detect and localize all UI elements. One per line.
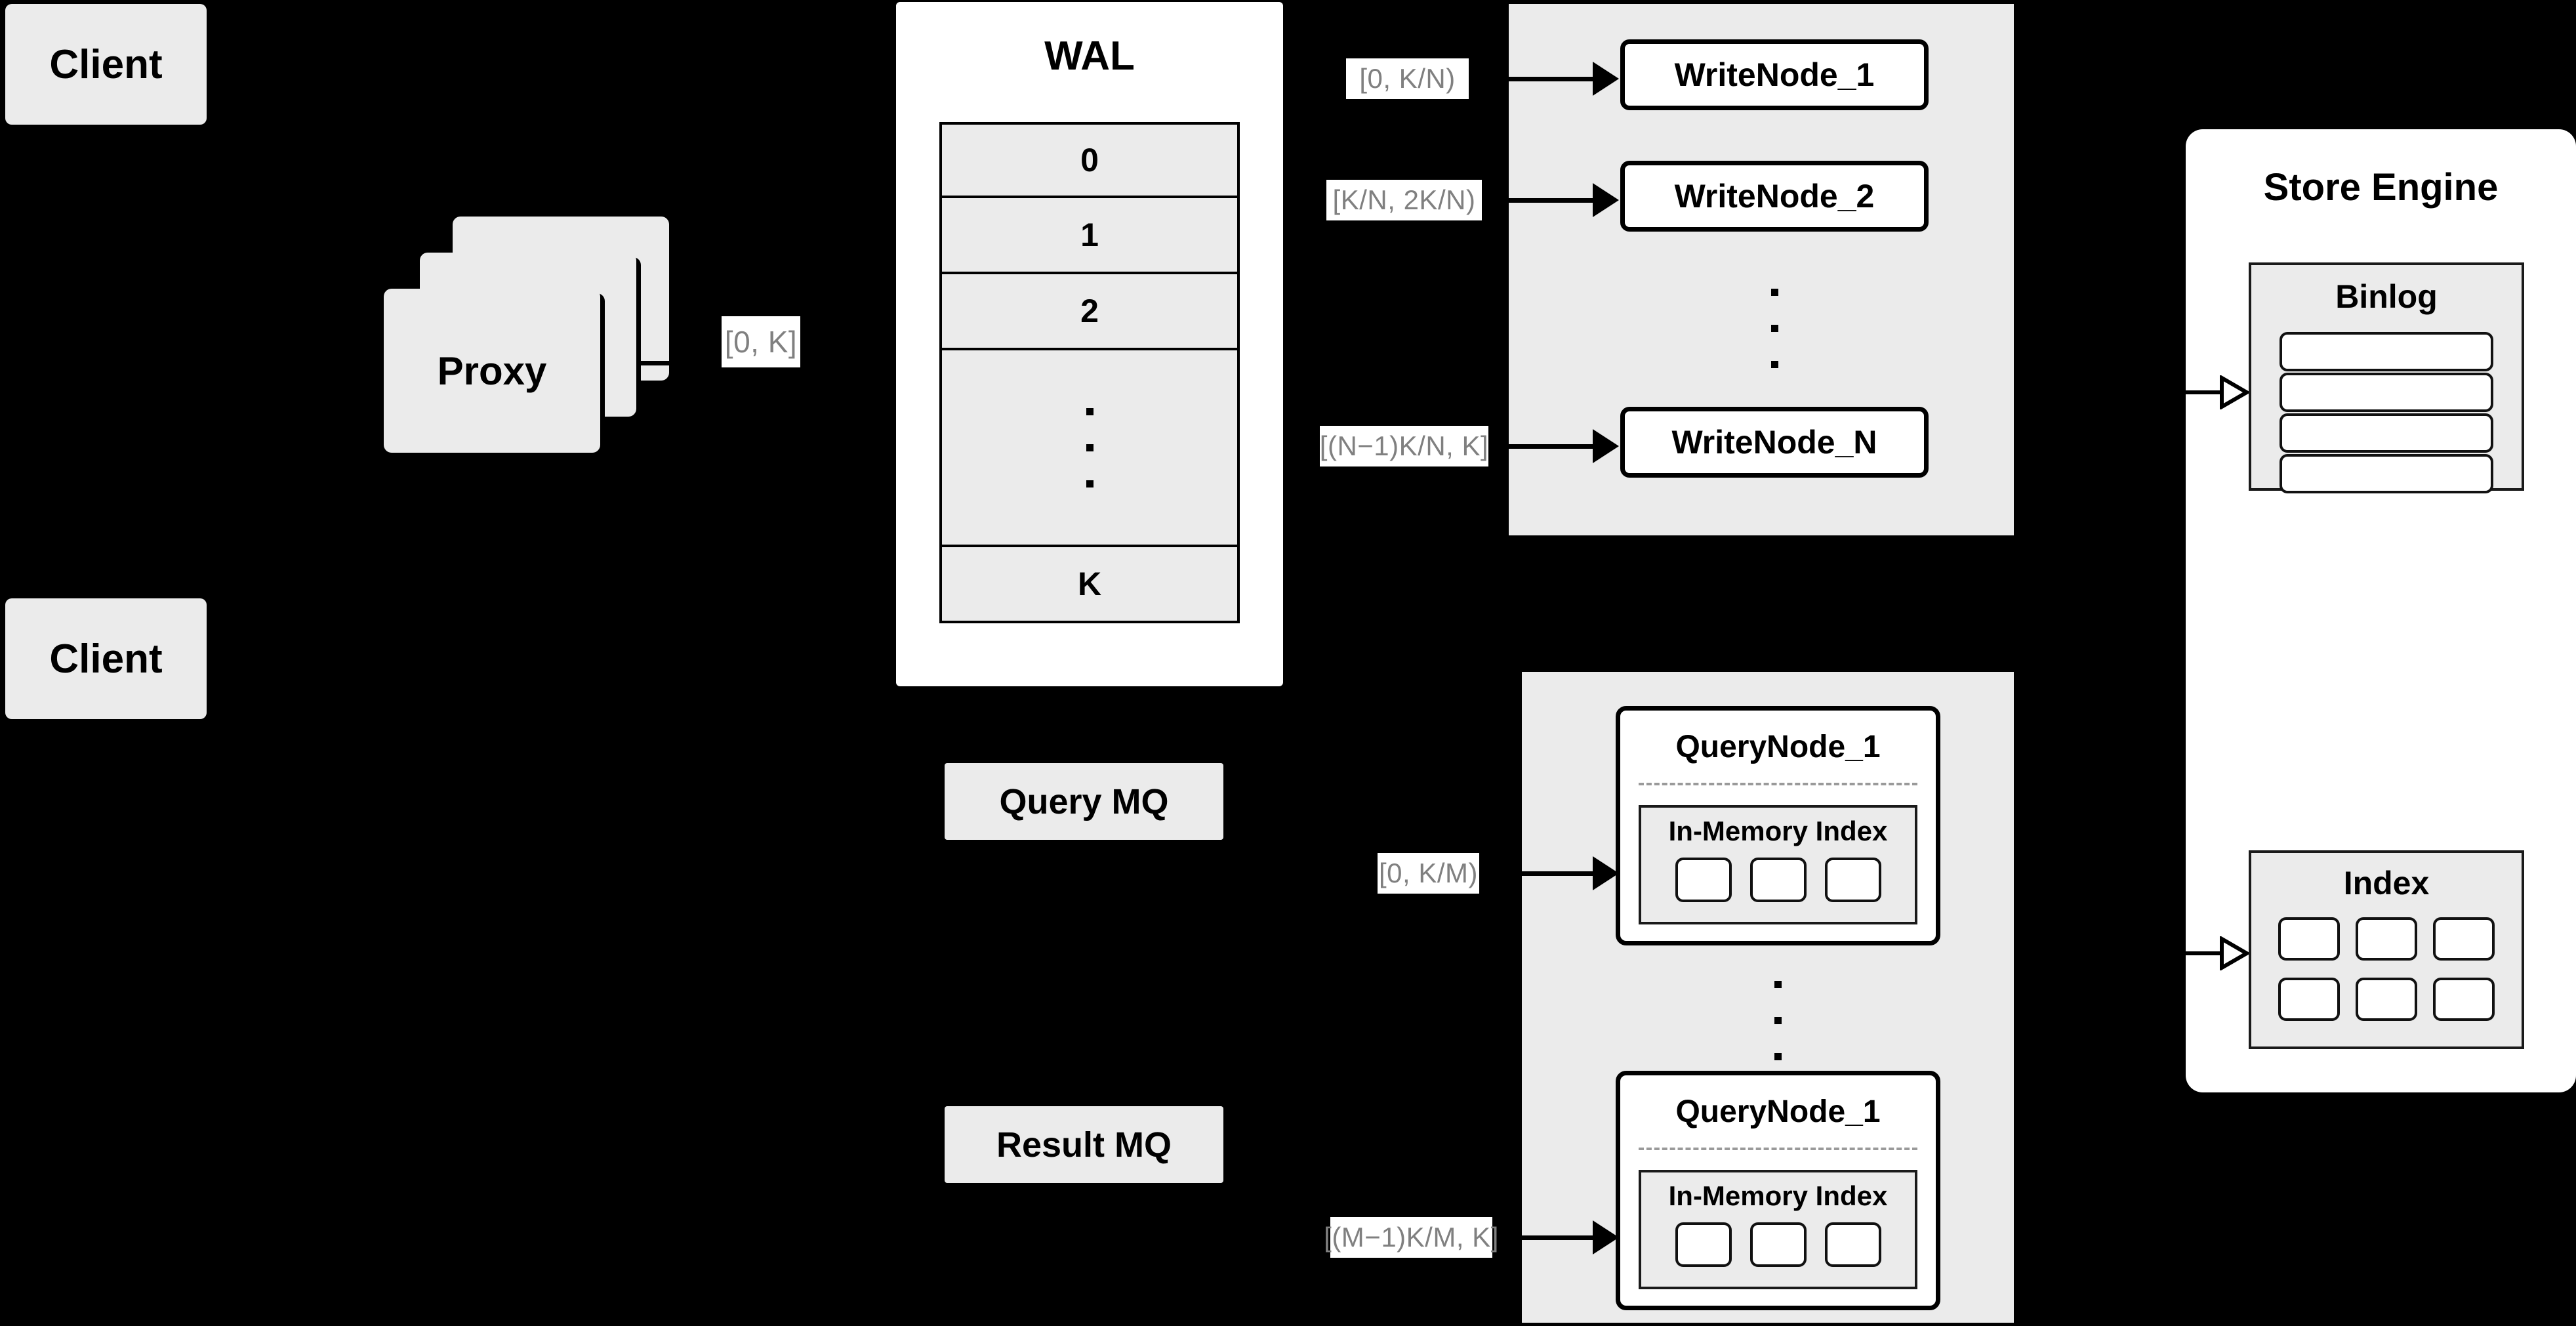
open-arrowhead-icon <box>2220 936 2249 970</box>
write-node-n-arrow <box>1509 425 1620 467</box>
index-slot[interactable] <box>1675 1222 1732 1267</box>
query-node-2-divider <box>1639 1148 1917 1150</box>
store-index-inbound-arrow <box>2186 935 2251 972</box>
store-index-box: Index <box>2249 850 2524 1049</box>
wal-title: WAL <box>1044 33 1135 79</box>
query-node-2-in-memory-index: In-Memory Index <box>1639 1170 1917 1289</box>
client-box-1[interactable]: Client <box>5 4 207 125</box>
binlog-row[interactable] <box>2280 332 2493 371</box>
binlog-row[interactable] <box>2280 373 2493 412</box>
client-label-2: Client <box>49 636 163 682</box>
proxy-label: Proxy <box>437 348 547 393</box>
client-label-1: Client <box>49 41 163 87</box>
write-node-n[interactable]: WriteNode_N <box>1620 407 1929 478</box>
index-slot[interactable] <box>1824 858 1881 902</box>
open-arrowhead-icon <box>2220 375 2249 409</box>
proxy-box[interactable]: Proxy <box>384 289 600 453</box>
binlog-box: Binlog <box>2249 262 2524 493</box>
write-node-1[interactable]: WriteNode_1 <box>1620 39 1929 110</box>
query-node-2-title: QueryNode_1 <box>1675 1094 1881 1129</box>
index-slot[interactable] <box>1749 858 1807 902</box>
store-index-title: Index <box>2343 865 2430 901</box>
query-node-1-range-label: [0, K/M) <box>1378 853 1479 894</box>
query-mq-box[interactable]: Query MQ <box>945 763 1223 840</box>
binlog-title: Binlog <box>2335 278 2438 315</box>
query-node-1-in-memory-index: In-Memory Index <box>1639 805 1917 924</box>
query-mq-label: Query MQ <box>999 781 1169 821</box>
query-node-1-arrow <box>1522 852 1620 894</box>
binlog-row[interactable] <box>2280 454 2493 493</box>
query-cluster-vertical-ellipsis-icon <box>1735 964 1820 1076</box>
store-index-cell[interactable] <box>2356 917 2417 961</box>
write-node-2-range-label: [K/N, 2K/N) <box>1326 180 1482 220</box>
store-engine-title: Store Engine <box>2263 165 2499 209</box>
result-mq-box[interactable]: Result MQ <box>945 1106 1223 1183</box>
index-slot[interactable] <box>1824 1222 1881 1267</box>
query-node-1-index-title: In-Memory Index <box>1668 816 1888 846</box>
wal-entry-ellipsis <box>939 350 1240 547</box>
index-slot[interactable] <box>1675 858 1732 902</box>
wal-entry-2[interactable]: 2 <box>939 274 1240 350</box>
index-slot[interactable] <box>1749 1222 1807 1267</box>
wal-entry-k[interactable]: K <box>939 547 1240 623</box>
query-node-1-divider <box>1639 783 1917 785</box>
wal-vertical-ellipsis-icon <box>1086 394 1094 502</box>
store-index-cell[interactable] <box>2278 978 2340 1021</box>
query-node-1[interactable]: QueryNode_1 In-Memory Index <box>1616 706 1940 945</box>
proxy-range-label: [0, K] <box>722 316 800 367</box>
result-mq-label: Result MQ <box>996 1125 1172 1165</box>
write-node-1-arrow <box>1509 58 1620 100</box>
wal-entry-1[interactable]: 1 <box>939 198 1240 274</box>
store-index-cell[interactable] <box>2278 917 2340 961</box>
write-cluster-vertical-ellipsis-icon <box>1732 272 1817 384</box>
store-index-cell[interactable] <box>2433 917 2495 961</box>
query-node-2-range-label: [(M−1)K/M, K] <box>1324 1217 1498 1258</box>
store-index-cell[interactable] <box>2356 978 2417 1021</box>
write-node-2-arrow <box>1509 179 1620 221</box>
query-node-1-title: QueryNode_1 <box>1675 729 1881 764</box>
write-node-1-range-label: [0, K/N) <box>1346 58 1469 99</box>
query-node-2-index-title: In-Memory Index <box>1668 1180 1888 1211</box>
write-node-n-range-label: [(N−1)K/N, K] <box>1320 426 1488 466</box>
query-node-2[interactable]: QueryNode_1 In-Memory Index <box>1616 1071 1940 1310</box>
store-index-cell[interactable] <box>2433 978 2495 1021</box>
query-node-2-arrow <box>1522 1216 1620 1258</box>
binlog-inbound-arrow <box>2186 374 2251 411</box>
binlog-row[interactable] <box>2280 413 2493 453</box>
write-node-2[interactable]: WriteNode_2 <box>1620 161 1929 232</box>
wal-entry-0[interactable]: 0 <box>939 122 1240 198</box>
client-box-2[interactable]: Client <box>5 598 207 719</box>
